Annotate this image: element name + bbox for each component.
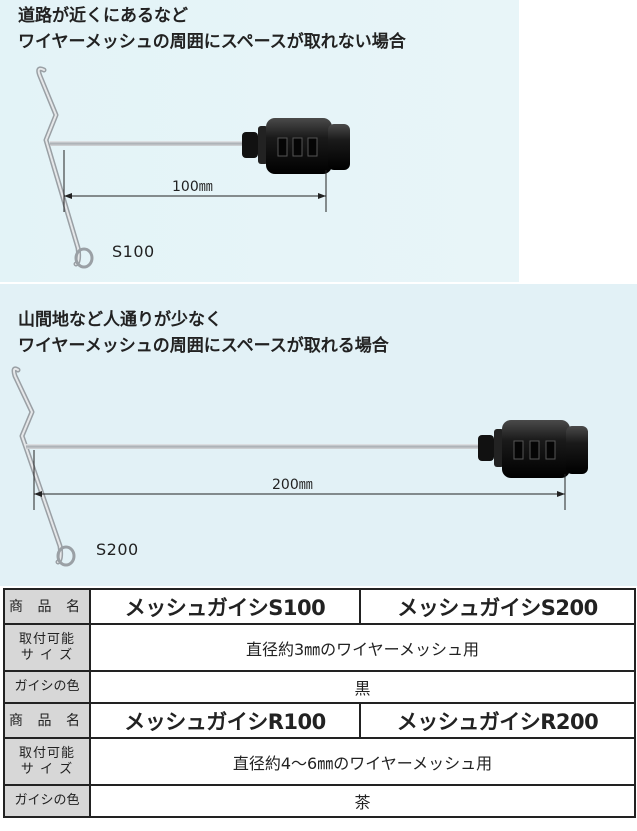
rod-wire: [26, 444, 482, 449]
mount-size-header: 取付可能 サ イ ズ: [3, 737, 91, 786]
s200-usage-heading: 山間地など人通りが少なく ワイヤーメッシュの周囲にスペースが取れる場合: [18, 307, 389, 359]
s200-product-illustration: [11, 366, 588, 567]
hook-wire: [11, 366, 64, 565]
mount-size-header-line2: サ イ ズ: [20, 647, 74, 663]
mount-size-header-line1: 取付可能: [18, 745, 75, 761]
s100-illustration-panel: 道路が近くにあるなど ワイヤーメッシュの周囲にスペースが取れない場合 100㎜ …: [0, 0, 637, 282]
insulator-tip: [478, 435, 494, 461]
product-spec-table: 商 品 名 メッシュガイシS100 メッシュガイシS200 取付可能 サ イ ズ…: [3, 588, 636, 818]
s200-dimension-label: 200㎜: [272, 477, 313, 493]
product-name-r200: メッシュガイシR200: [359, 702, 636, 739]
insulator-flange: [494, 429, 504, 467]
s100-model-code: S100: [112, 242, 155, 261]
mount-size-header-line2: サ イ ズ: [20, 761, 74, 777]
s100-dimension-label: 100㎜: [172, 179, 213, 195]
mount-size-value: 直径約4～6㎜のワイヤーメッシュ用: [89, 737, 636, 786]
spec-row-insulator-color: ガイシの色 茶: [3, 784, 636, 818]
s200-heading-line1: 山間地など人通りが少なく: [18, 310, 222, 330]
spec-row-product-name: 商 品 名 メッシュガイシR100 メッシュガイシR200: [3, 702, 636, 739]
product-name-header: 商 品 名: [3, 588, 91, 625]
s100-product-illustration: [36, 66, 350, 269]
hook-loop: [56, 545, 76, 567]
insulator-color-value: 黒: [89, 670, 636, 704]
product-name-s200: メッシュガイシS200: [359, 588, 636, 625]
spec-row-mount-size: 取付可能 サ イ ズ 直径約3㎜のワイヤーメッシュ用: [3, 623, 636, 672]
product-name-s100: メッシュガイシS100: [89, 588, 361, 625]
mount-size-value: 直径約3㎜のワイヤーメッシュ用: [89, 623, 636, 672]
hook-loop: [74, 247, 94, 269]
spec-row-insulator-color: ガイシの色 黒: [3, 670, 636, 704]
s100-usage-heading: 道路が近くにあるなど ワイヤーメッシュの周囲にスペースが取れない場合: [18, 3, 406, 55]
mount-size-header-line1: 取付可能: [18, 631, 75, 647]
insulator-tip: [242, 132, 258, 158]
rod-wire: [50, 141, 248, 146]
spec-row-mount-size: 取付可能 サ イ ズ 直径約4～6㎜のワイヤーメッシュ用: [3, 737, 636, 786]
product-name-header: 商 品 名: [3, 702, 91, 739]
product-name-r100: メッシュガイシR100: [89, 702, 361, 739]
s100-heading-line1: 道路が近くにあるなど: [18, 6, 188, 26]
insulator-cap: [566, 426, 588, 474]
insulator-color-value: 茶: [89, 784, 636, 818]
hook-wire: [36, 66, 82, 267]
insulator-cap: [328, 124, 350, 170]
insulator-flange: [258, 126, 268, 164]
mount-size-header: 取付可能 サ イ ズ: [3, 623, 91, 672]
insulator-color-header: ガイシの色: [3, 784, 91, 818]
s100-heading-line2: ワイヤーメッシュの周囲にスペースが取れない場合: [18, 32, 406, 52]
insulator-color-header: ガイシの色: [3, 670, 91, 704]
s200-model-code: S200: [96, 540, 139, 559]
s200-illustration-panel: 山間地など人通りが少なく ワイヤーメッシュの周囲にスペースが取れる場合 200㎜…: [0, 284, 637, 586]
s200-heading-line2: ワイヤーメッシュの周囲にスペースが取れる場合: [18, 336, 389, 356]
spec-row-product-name: 商 品 名 メッシュガイシS100 メッシュガイシS200: [3, 588, 636, 625]
